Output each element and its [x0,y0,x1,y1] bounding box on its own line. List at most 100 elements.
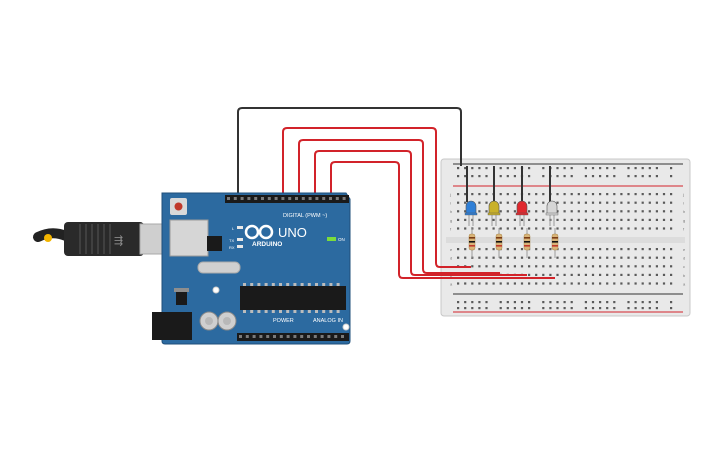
breadboard-hole[interactable] [549,248,552,251]
header-pin[interactable] [254,197,258,200]
breadboard-hole[interactable] [563,248,566,251]
header-pin[interactable] [245,335,249,338]
breadboard-hole[interactable] [584,193,587,196]
breadboard-hole[interactable] [627,227,630,230]
header-pin[interactable] [342,197,346,200]
breadboard-hole[interactable] [513,307,516,310]
resistor[interactable] [523,228,531,258]
breadboard-hole[interactable] [563,265,566,268]
breadboard-hole[interactable] [627,307,630,310]
breadboard-hole[interactable] [584,307,587,310]
breadboard-hole[interactable] [662,265,666,268]
breadboard-hole[interactable] [528,265,531,268]
breadboard-hole[interactable] [606,218,609,221]
signal-wire-1[interactable] [282,127,471,268]
breadboard-hole[interactable] [464,218,467,221]
header-pin[interactable] [300,335,304,338]
breadboard-hole[interactable] [606,265,609,268]
breadboard-hole[interactable] [606,201,609,204]
breadboard-hole[interactable] [577,273,580,276]
breadboard-hole[interactable] [506,227,509,230]
breadboard-hole[interactable] [648,201,651,204]
breadboard-hole[interactable] [457,218,460,221]
breadboard-hole[interactable] [584,218,587,221]
breadboard-hole[interactable] [606,256,609,259]
breadboard-hole[interactable] [542,265,545,268]
breadboard-hole[interactable] [506,175,509,178]
breadboard-hole[interactable] [520,301,524,304]
breadboard-hole[interactable] [670,273,673,276]
breadboard-hole[interactable] [457,193,460,196]
breadboard-hole[interactable] [457,227,460,230]
breadboard-hole[interactable] [620,227,623,230]
breadboard-hole[interactable] [535,210,538,213]
power-analog-pins[interactable] [239,335,344,338]
breadboard-hole[interactable] [662,201,666,204]
breadboard-hole[interactable] [620,201,623,204]
breadboard-hole[interactable] [563,307,566,310]
breadboard-hole[interactable] [549,256,552,259]
breadboard-hole[interactable] [556,256,559,259]
breadboard-hole[interactable] [563,175,566,178]
breadboard-hole[interactable] [556,167,559,170]
breadboard-hole[interactable] [499,256,502,259]
digital-pin-header[interactable] [225,195,349,203]
breadboard-hole[interactable] [670,282,673,285]
breadboard-hole[interactable] [549,301,552,304]
breadboard-hole[interactable] [499,167,502,170]
breadboard-hole[interactable] [634,167,637,170]
breadboard-hole[interactable] [506,282,509,285]
breadboard-hole[interactable] [584,210,587,213]
breadboard-hole[interactable] [613,301,616,304]
breadboard-hole[interactable] [535,248,538,251]
header-pin[interactable] [308,197,312,200]
breadboard-hole[interactable] [471,307,474,310]
breadboard-hole[interactable] [570,265,573,268]
breadboard-hole[interactable] [577,282,580,285]
breadboard-hole[interactable] [662,218,666,221]
breadboard-hole[interactable] [584,273,587,276]
breadboard-hole[interactable] [563,167,566,170]
breadboard-hole[interactable] [535,193,538,196]
breadboard-hole[interactable] [464,282,467,285]
breadboard-hole[interactable] [584,175,587,178]
breadboard-hole[interactable] [634,193,637,196]
breadboard-hole[interactable] [457,210,460,213]
breadboard-hole[interactable] [556,175,559,178]
breadboard-hole[interactable] [499,301,502,304]
breadboard-hole[interactable] [464,193,467,196]
breadboard-hole[interactable] [478,175,481,178]
breadboard-hole[interactable] [471,175,474,178]
breadboard-hole[interactable] [485,193,488,196]
breadboard-hole[interactable] [627,301,630,304]
breadboard-hole[interactable] [606,167,609,170]
breadboard-hole[interactable] [570,167,573,170]
breadboard-hole[interactable] [584,167,587,170]
breadboard-hole[interactable] [457,256,460,259]
signal-wire-4[interactable] [330,161,555,279]
breadboard-hole[interactable] [648,167,651,170]
header-pin[interactable] [274,197,278,200]
breadboard-hole[interactable] [492,256,495,259]
breadboard-hole[interactable] [535,265,538,268]
breadboard-hole[interactable] [563,227,566,230]
header-pin[interactable] [334,335,338,338]
breadboard-hole[interactable] [591,256,595,259]
breadboard-hole[interactable] [606,227,609,230]
breadboard-hole[interactable] [478,282,481,285]
breadboard-hole[interactable] [485,210,488,213]
breadboard-hole[interactable] [613,227,616,230]
breadboard-hole[interactable] [591,265,595,268]
breadboard-hole[interactable] [464,175,467,178]
breadboard-hole[interactable] [464,227,467,230]
breadboard-hole[interactable] [478,307,481,310]
breadboard-hole[interactable] [570,175,573,178]
breadboard-hole[interactable] [634,265,637,268]
breadboard-hole[interactable] [655,167,658,170]
breadboard-hole[interactable] [591,175,595,178]
breadboard-hole[interactable] [556,218,559,221]
breadboard-hole[interactable] [606,301,609,304]
header-pin[interactable] [273,335,276,338]
breadboard-hole[interactable] [606,307,609,310]
